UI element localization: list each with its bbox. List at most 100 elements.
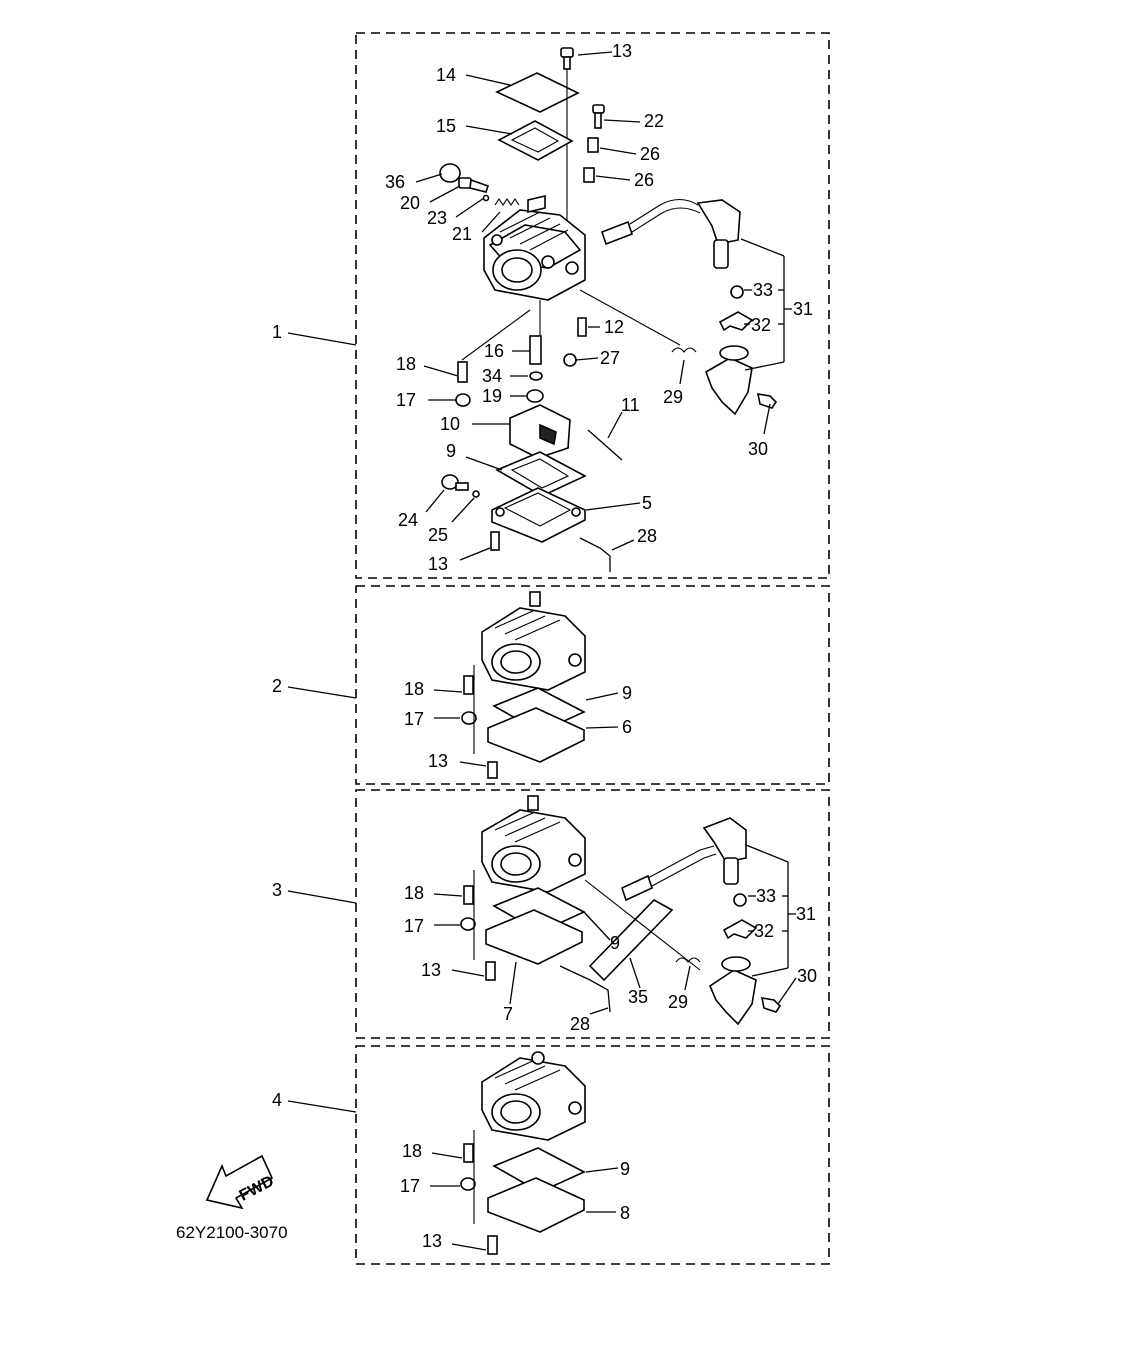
svg-text:5: 5: [642, 493, 652, 513]
svg-text:6: 6: [622, 717, 632, 737]
svg-text:24: 24: [398, 510, 418, 530]
group-label-4: 4: [272, 1090, 357, 1113]
svg-text:18: 18: [404, 679, 424, 699]
svg-text:18: 18: [404, 883, 424, 903]
float-chamber-icon: [491, 487, 586, 543]
group-2-callouts: 18 9 17 6 13: [404, 679, 632, 771]
group-4-parts: [460, 1051, 586, 1255]
hose-icon: [559, 965, 611, 1013]
screw-icon: [460, 917, 476, 931]
svg-text:36: 36: [385, 172, 405, 192]
svg-text:8: 8: [620, 1203, 630, 1223]
group-label-1: 1: [272, 322, 357, 346]
screw-icon: [563, 353, 577, 367]
screw-icon: [487, 761, 498, 779]
pin-icon: [587, 429, 623, 461]
float-chamber-icon: [485, 909, 583, 965]
svg-text:35: 35: [628, 987, 648, 1007]
svg-text:26: 26: [640, 144, 660, 164]
svg-text:23: 23: [427, 208, 447, 228]
screw-icon: [592, 104, 605, 129]
nozzle-icon: [529, 335, 542, 365]
clip-icon: [675, 957, 701, 963]
svg-text:27: 27: [600, 348, 620, 368]
o-ring-icon: [529, 371, 543, 381]
plug-icon: [526, 389, 544, 403]
svg-text:30: 30: [748, 439, 768, 459]
svg-text:13: 13: [422, 1231, 442, 1251]
screw-icon: [463, 885, 474, 905]
screw-icon: [463, 675, 474, 695]
spring-icon: [587, 137, 599, 153]
svg-text:18: 18: [402, 1141, 422, 1161]
screw-icon: [455, 393, 471, 407]
float-chamber-icon: [487, 707, 585, 763]
svg-text:9: 9: [610, 933, 620, 953]
svg-text:17: 17: [404, 709, 424, 729]
svg-text:34: 34: [482, 366, 502, 386]
svg-text:18: 18: [396, 354, 416, 374]
jet-icon: [577, 317, 587, 337]
group-label-3: 3: [272, 880, 357, 904]
screw-icon: [487, 1235, 498, 1255]
svg-text:16: 16: [484, 341, 504, 361]
cap-icon: [439, 163, 461, 183]
screw-icon: [490, 531, 500, 551]
bracket-icon: [718, 311, 754, 332]
gasket-icon: [497, 120, 574, 161]
svg-text:20: 20: [400, 193, 420, 213]
svg-text:10: 10: [440, 414, 460, 434]
group-3-callouts: 18 33 31 17 32 9 30 13 35 29 7 28: [404, 844, 817, 1034]
svg-text:33: 33: [756, 886, 776, 906]
pilot-screw-icon: [458, 177, 490, 193]
svg-text:13: 13: [428, 554, 448, 574]
svg-text:21: 21: [452, 224, 472, 244]
svg-text:19: 19: [482, 386, 502, 406]
svg-text:28: 28: [637, 526, 657, 546]
spring-icon: [494, 198, 520, 206]
nut-icon: [730, 285, 744, 299]
svg-text:2: 2: [272, 676, 282, 696]
svg-text:29: 29: [668, 992, 688, 1012]
svg-text:3: 3: [272, 880, 282, 900]
hose-icon: [588, 899, 674, 982]
spring-icon: [583, 167, 595, 183]
svg-text:14: 14: [436, 65, 456, 85]
screw-icon: [527, 795, 539, 811]
svg-text:12: 12: [604, 317, 624, 337]
screw-icon: [463, 1143, 474, 1163]
sensor-cable-icon: [600, 198, 741, 269]
throttle-sensor-icon: [709, 956, 782, 1026]
svg-text:30: 30: [797, 966, 817, 986]
svg-text:13: 13: [612, 41, 632, 61]
bracket-icon: [722, 919, 758, 940]
svg-text:29: 29: [663, 387, 683, 407]
group-box-3: [355, 789, 830, 1039]
svg-text:9: 9: [622, 683, 632, 703]
diagram-code: 62Y2100-3070: [176, 1223, 288, 1242]
svg-text:1: 1: [272, 322, 282, 342]
svg-text:26: 26: [634, 170, 654, 190]
svg-text:7: 7: [503, 1004, 513, 1024]
screw-icon: [560, 47, 574, 70]
svg-text:31: 31: [796, 904, 816, 924]
svg-text:13: 13: [421, 960, 441, 980]
group-2-parts: [461, 591, 586, 779]
svg-text:17: 17: [400, 1176, 420, 1196]
svg-text:28: 28: [570, 1014, 590, 1034]
group-box-1: [355, 32, 830, 579]
group-3-parts: [460, 795, 782, 1026]
svg-text:33: 33: [753, 280, 773, 300]
svg-text:31: 31: [793, 299, 813, 319]
svg-text:32: 32: [751, 315, 771, 335]
throttle-sensor-icon: [705, 345, 778, 416]
clip-icon: [671, 347, 697, 353]
svg-text:9: 9: [620, 1159, 630, 1179]
svg-text:4: 4: [272, 1090, 282, 1110]
hose-icon: [579, 537, 611, 572]
screw-icon: [460, 1177, 476, 1191]
gasket-icon: [495, 451, 587, 497]
svg-text:17: 17: [396, 390, 416, 410]
drain-screw-icon: [441, 474, 459, 490]
